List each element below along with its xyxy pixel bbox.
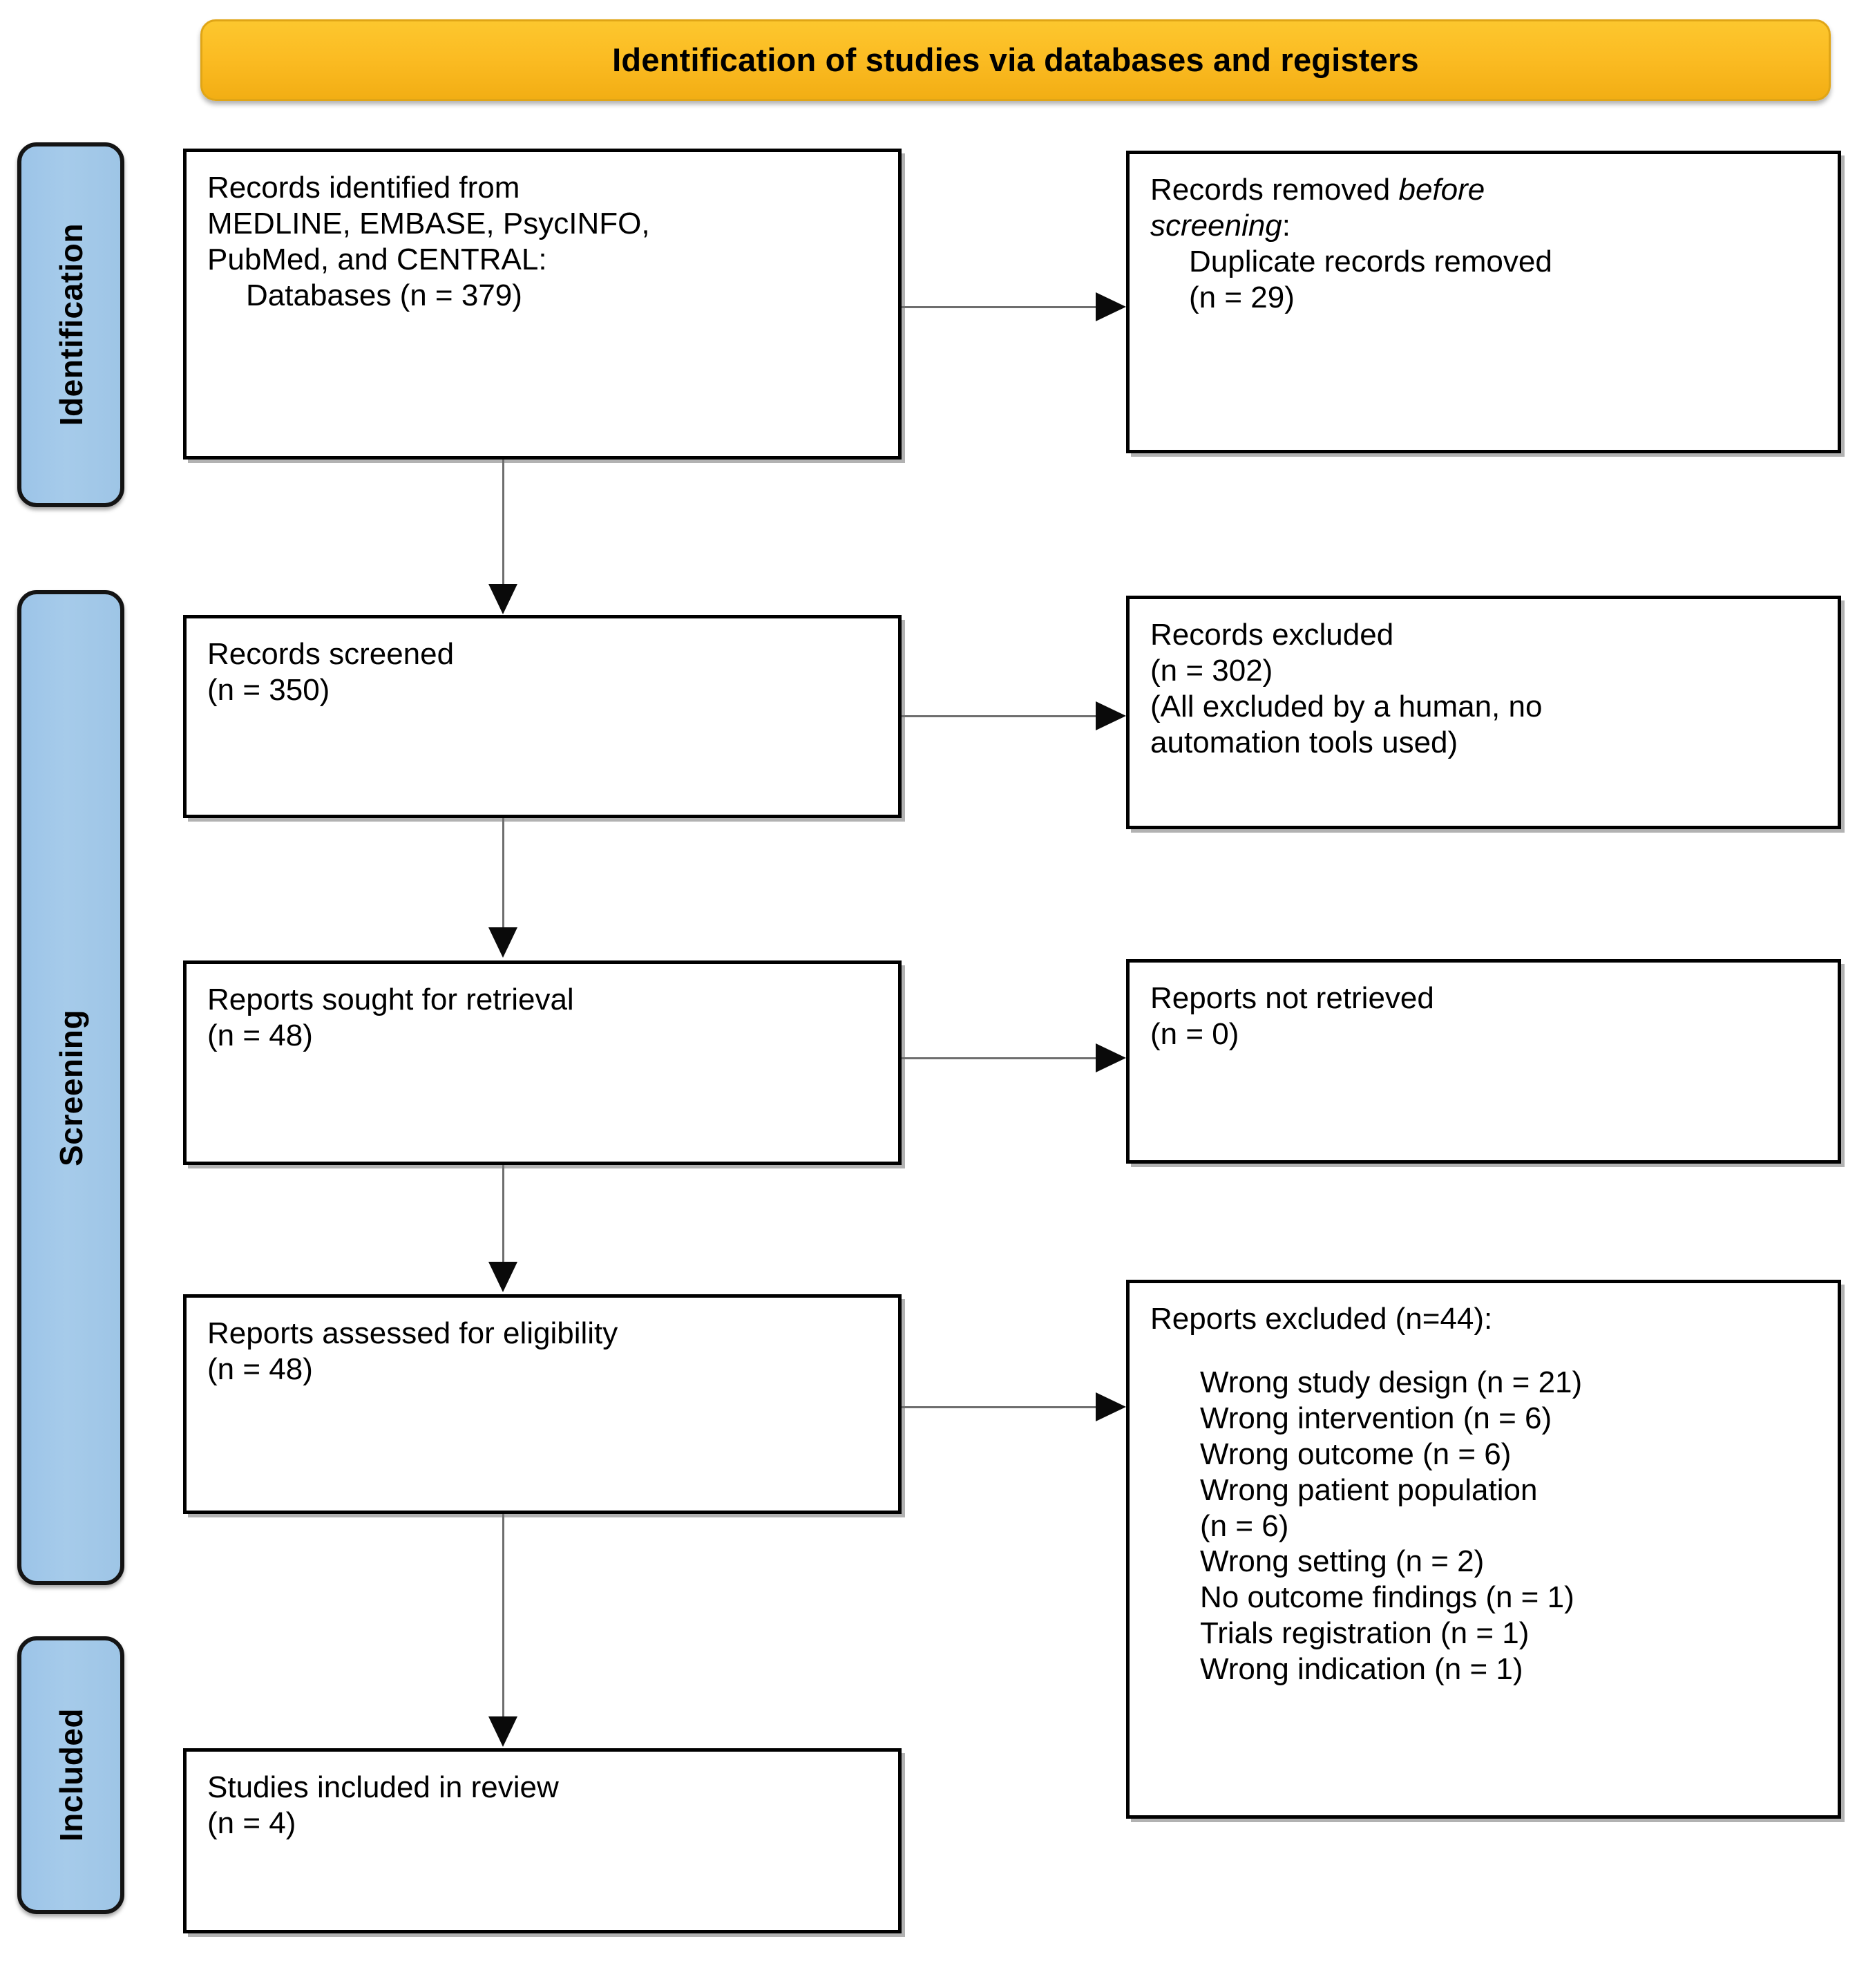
reports-not-retrieved-line1: Reports not retrieved bbox=[1150, 981, 1434, 1015]
connector-identified-to-removed bbox=[902, 306, 1101, 308]
reports-assessed-line2: (n = 48) bbox=[207, 1352, 313, 1386]
studies-included-line2: (n = 4) bbox=[207, 1806, 296, 1840]
box-studies-included: Studies included in review (n = 4) bbox=[183, 1748, 902, 1933]
records-excluded-line1: Records excluded bbox=[1150, 618, 1394, 652]
arrowhead-identified-to-removed bbox=[1096, 292, 1126, 321]
box-reports-sought: Reports sought for retrieval (n = 48) bbox=[183, 960, 902, 1165]
records-removed-prefix: Records removed bbox=[1150, 173, 1399, 207]
records-removed-italic2: screening bbox=[1150, 208, 1282, 243]
exclusion-reason: Trials registration (n = 1) bbox=[1200, 1616, 1530, 1651]
arrowhead-screened-to-sought bbox=[488, 927, 517, 958]
connector-sought-to-assessed bbox=[502, 1165, 504, 1266]
arrowhead-screened-to-records-excluded bbox=[1096, 701, 1126, 730]
records-excluded-line3: (All excluded by a human, no bbox=[1150, 689, 1543, 723]
exclusion-reason: No outcome findings (n = 1) bbox=[1200, 1580, 1574, 1615]
records-identified-line2: MEDLINE, EMBASE, PsycINFO, bbox=[207, 206, 650, 240]
records-identified-line1: Records identified from bbox=[207, 171, 520, 205]
stage-bar-identification: Identification bbox=[17, 142, 124, 507]
records-removed-italic1: before bbox=[1398, 173, 1485, 207]
exclusion-reason: Wrong study design (n = 21) bbox=[1200, 1365, 1583, 1399]
connector-screened-to-sought bbox=[502, 818, 504, 931]
connector-assessed-to-included bbox=[502, 1514, 504, 1720]
records-removed-line2: screening: bbox=[1150, 208, 1817, 244]
reports-assessed-line1: Reports assessed for eligibility bbox=[207, 1316, 618, 1350]
exclusion-reason: Wrong intervention (n = 6) bbox=[1200, 1401, 1552, 1435]
records-removed-colon: : bbox=[1282, 208, 1291, 243]
connector-screened-to-records-excluded bbox=[902, 715, 1101, 717]
box-records-excluded: Records excluded (n = 302) (All excluded… bbox=[1126, 596, 1841, 829]
records-screened-line1: Records screened bbox=[207, 637, 455, 671]
exclusion-reason: Wrong setting (n = 2) bbox=[1200, 1544, 1485, 1579]
reports-sought-line1: Reports sought for retrieval bbox=[207, 983, 574, 1016]
box-reports-not-retrieved: Reports not retrieved (n = 0) bbox=[1126, 959, 1841, 1164]
arrowhead-identified-to-screened bbox=[488, 584, 517, 614]
reports-not-retrieved-line2: (n = 0) bbox=[1150, 1016, 1239, 1051]
box-records-removed: Records removed before screening: Duplic… bbox=[1126, 151, 1841, 453]
records-removed-line4: (n = 29) bbox=[1189, 280, 1295, 314]
reports-excluded-heading: Reports excluded (n=44): bbox=[1150, 1302, 1493, 1336]
stage-label-identification: Identification bbox=[53, 223, 89, 426]
stage-bar-screening: Screening bbox=[17, 590, 124, 1585]
records-identified-line3: PubMed, and CENTRAL: bbox=[207, 242, 547, 276]
box-records-identified: Records identified from MEDLINE, EMBASE,… bbox=[183, 149, 902, 460]
box-reports-assessed: Reports assessed for eligibility (n = 48… bbox=[183, 1294, 902, 1514]
records-screened-line2: (n = 350) bbox=[207, 672, 330, 707]
records-excluded-line2: (n = 302) bbox=[1150, 653, 1273, 688]
stage-label-included: Included bbox=[53, 1708, 89, 1842]
connector-assessed-to-reports-excluded bbox=[902, 1406, 1101, 1408]
exclusion-reason: Wrong indication (n = 1) bbox=[1200, 1652, 1523, 1687]
studies-included-line1: Studies included in review bbox=[207, 1770, 559, 1804]
box-reports-excluded: Reports excluded (n=44): Wrong study des… bbox=[1126, 1280, 1841, 1819]
records-removed-line1: Records removed before bbox=[1150, 172, 1817, 208]
stage-bar-included: Included bbox=[17, 1636, 124, 1914]
arrowhead-sought-to-not-retrieved bbox=[1096, 1043, 1126, 1072]
reports-sought-line2: (n = 48) bbox=[207, 1018, 313, 1052]
connector-identified-to-screened bbox=[502, 460, 504, 588]
diagram-title: Identification of studies via databases … bbox=[612, 41, 1419, 79]
arrowhead-sought-to-assessed bbox=[488, 1262, 517, 1292]
records-removed-line3: Duplicate records removed bbox=[1189, 244, 1552, 278]
diagram-header-banner: Identification of studies via databases … bbox=[200, 19, 1831, 101]
exclusion-reason: Wrong outcome (n = 6) bbox=[1200, 1437, 1512, 1471]
stage-label-screening: Screening bbox=[53, 1009, 89, 1166]
box-records-screened: Records screened (n = 350) bbox=[183, 615, 902, 818]
arrowhead-assessed-to-included bbox=[488, 1716, 517, 1747]
exclusion-reason: Wrong patient population bbox=[1200, 1473, 1538, 1507]
connector-sought-to-not-retrieved bbox=[902, 1057, 1101, 1059]
reports-excluded-spacer bbox=[1150, 1337, 1817, 1365]
arrowhead-assessed-to-reports-excluded bbox=[1096, 1392, 1126, 1421]
records-excluded-line4: automation tools used) bbox=[1150, 725, 1458, 759]
records-identified-line4: Databases (n = 379) bbox=[246, 278, 522, 312]
exclusion-reason: (n = 6) bbox=[1200, 1508, 1289, 1543]
